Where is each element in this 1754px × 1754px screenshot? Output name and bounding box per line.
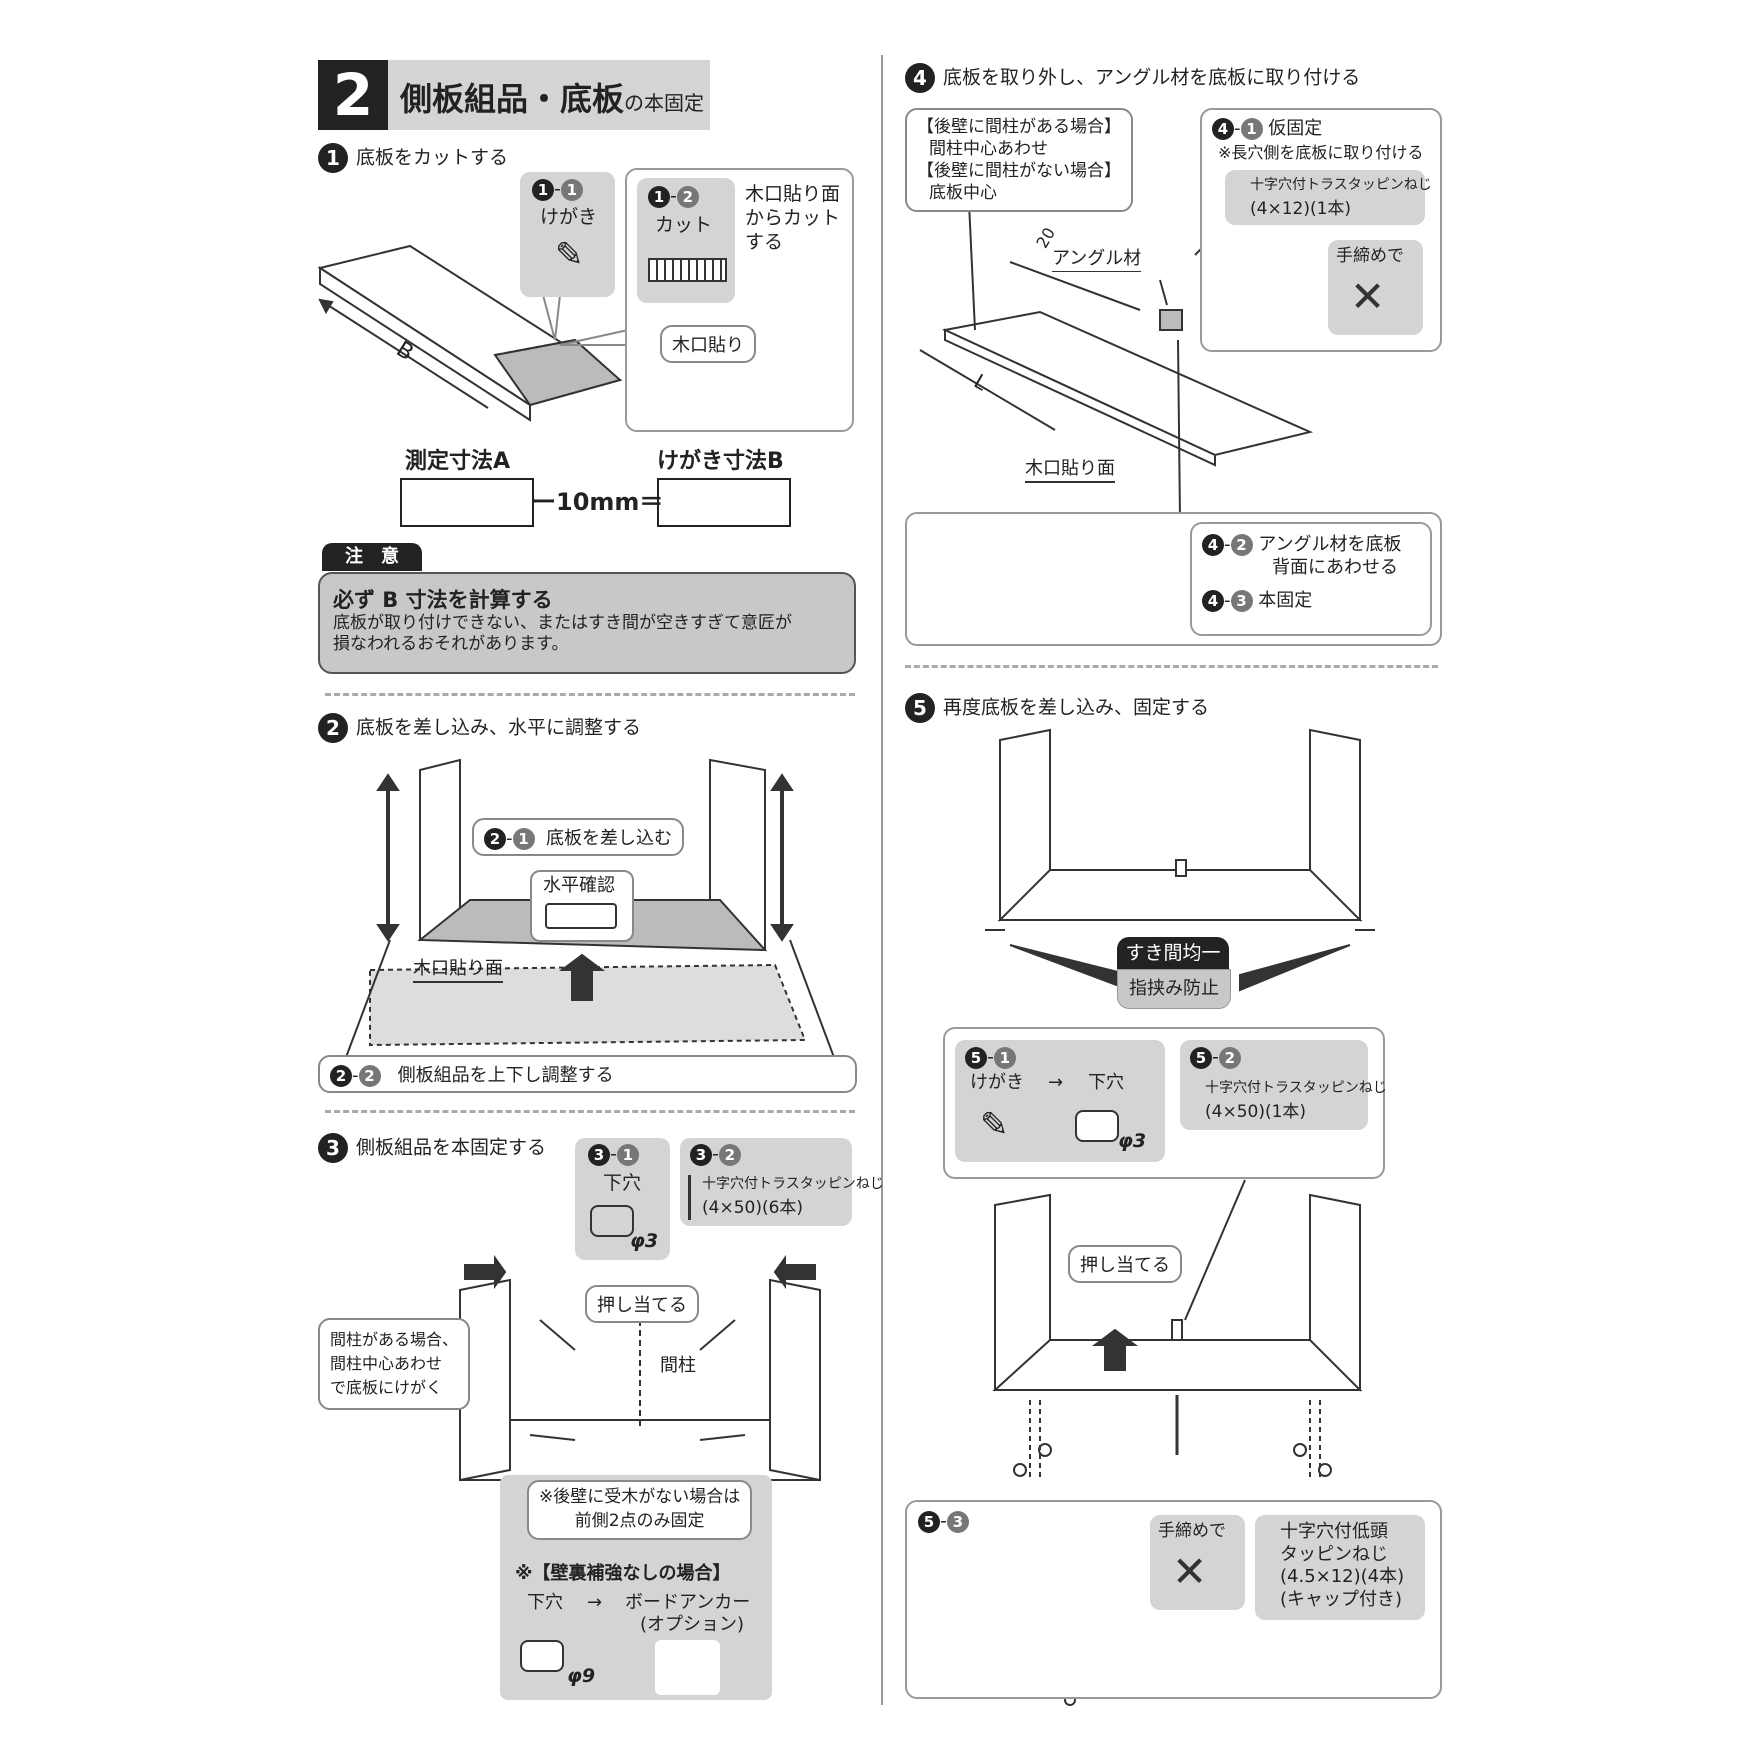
caution-tag: 注 意 xyxy=(322,543,422,571)
stud-label: 間柱 xyxy=(660,1355,696,1376)
step2-callout1: 2-1 底板を差し込む xyxy=(472,818,684,856)
step3-sub1-text: 下穴 xyxy=(603,1172,642,1194)
board-anchor-icon xyxy=(655,1640,720,1695)
step4-sub3: 4-3 本固定 xyxy=(1202,590,1312,613)
caution-heading: 必ず B 寸法を計算する xyxy=(333,588,553,612)
wall-drill: φ9 xyxy=(567,1665,596,1687)
step1-sub2-text: カット xyxy=(655,214,713,236)
hand-tighten-box xyxy=(1328,240,1423,335)
step1-sub1-text: けがき xyxy=(540,206,598,228)
step5-sub2-screw: 十字穴付トラスタッピンねじ xyxy=(1205,1080,1387,1096)
caution-box xyxy=(318,572,856,674)
step4-sub1-spec: (4×12)(1本) xyxy=(1250,199,1352,219)
wall-pilot: 下穴 xyxy=(527,1592,563,1613)
cap-screw-box xyxy=(1255,1515,1425,1620)
caution-text: 底板が取り付けできない、またはすき間が空きすぎて意匠が損なわれるおそれがあります… xyxy=(333,613,792,655)
step5-press-label: 押し当てる xyxy=(1068,1245,1182,1283)
step4-sub23-box xyxy=(1190,522,1432,636)
step5-sub1-a: けがき xyxy=(970,1072,1024,1093)
step4-sub1-note: ※長穴側を底板に取り付ける xyxy=(1218,143,1424,162)
divider xyxy=(325,1110,855,1113)
section-number: 2 xyxy=(318,60,388,130)
step4-screw-box xyxy=(1225,170,1425,225)
no-power-drill-icon: ✕ xyxy=(1172,1547,1208,1596)
pencil-icon: ✎ xyxy=(980,1105,1009,1145)
section-title: 側板組品・底板の本固定 xyxy=(400,80,705,118)
step3-sub2-label: 3-2 xyxy=(690,1143,741,1167)
gap-badge: すき間均一 xyxy=(1117,937,1229,969)
angle-label: アングル材 xyxy=(1052,248,1142,272)
formula-text: ー10mm＝ xyxy=(532,488,664,516)
step2-callout2: 2-2 側板組品を上下し調整する xyxy=(318,1055,857,1093)
step1-sub2-label: 1-2 xyxy=(648,185,699,209)
score-B-label: けがき寸法B xyxy=(657,449,784,474)
step5-sub1-box xyxy=(955,1040,1165,1162)
drill-icon xyxy=(520,1640,564,1672)
step5-sub1-b: 下穴 xyxy=(1088,1072,1124,1093)
edge-banding-label: 木口貼り xyxy=(660,325,756,363)
cabinet-step3 xyxy=(459,1254,821,1482)
hand-tighten-box xyxy=(1150,1515,1245,1610)
wall-anchor: ボードアンカー xyxy=(625,1592,751,1613)
score-B-field[interactable] xyxy=(657,478,791,527)
step5-sub3-label: 5-3 xyxy=(918,1510,969,1534)
pinch-badge: 指挟み防止 xyxy=(1117,969,1231,1009)
step4-sub1-heading: 4-1 仮固定 xyxy=(1212,118,1322,141)
drill-icon xyxy=(1075,1110,1119,1142)
hand-tighten-label: 手締めで xyxy=(1336,246,1404,266)
step2-edge-label: 木口貼り面 xyxy=(413,958,503,983)
step3-sub2-spec: (4×50)(6本) xyxy=(702,1198,804,1218)
step5-sub2-spec: (4×50)(1本) xyxy=(1205,1102,1307,1122)
stud-note: 間柱がある場合、間柱中心あわせで底板にけがく xyxy=(318,1318,471,1410)
board-cut-illustration xyxy=(317,244,623,422)
step5-sub1-arrow: → xyxy=(1048,1072,1064,1093)
step3-sub2-screw: 十字穴付トラスタッピンねじ xyxy=(702,1176,884,1192)
callout-pointer xyxy=(542,294,561,341)
step4-sub2: 4-2 アングル材を底板 背面にあわせる xyxy=(1202,533,1402,580)
step5-sub1-label: 5-1 xyxy=(965,1046,1016,1070)
cabinet-step5-top xyxy=(985,728,1375,992)
rear-note: ※後壁に受木がない場合は前側2点のみ固定 xyxy=(527,1480,753,1540)
step4-edge-label: 木口貼り面 xyxy=(1025,458,1115,483)
screw-icon xyxy=(688,1175,691,1220)
step5-sub2-label: 5-2 xyxy=(1190,1046,1241,1070)
divider xyxy=(325,693,855,696)
saw-icon xyxy=(648,258,727,282)
step3-sub1-drill: φ3 xyxy=(630,1230,659,1252)
step5-sub1-drill: φ3 xyxy=(1118,1130,1147,1152)
measure-A-field[interactable] xyxy=(400,478,534,527)
hand-tighten-label: 手締めで xyxy=(1158,1521,1226,1541)
measure-A-label: 測定寸法A xyxy=(405,449,511,474)
step3-sub1-label: 3-1 xyxy=(588,1143,639,1167)
step4-sub1-screw: 十字穴付トラスタッピンねじ xyxy=(1250,177,1432,193)
wall-title: ※【壁裏補強なしの場合】 xyxy=(515,1563,731,1584)
pencil-icon: ✎ xyxy=(555,235,584,275)
drill-icon xyxy=(590,1205,634,1237)
board-angle-illustration xyxy=(919,117,1314,521)
level-label: 水平確認 xyxy=(543,875,615,896)
no-power-drill-icon: ✕ xyxy=(1350,272,1386,321)
step1-sub2-note: 木口貼り面からカットする xyxy=(745,183,841,253)
cap-screw-spec: 十字穴付低頭タッピンねじ (4.5×12)(4本)(キャップ付き) xyxy=(1280,1521,1405,1610)
cabinet-step5-bottom xyxy=(992,1179,1363,1480)
step3-press-label: 押し当てる xyxy=(585,1285,699,1323)
spirit-level-icon xyxy=(545,903,617,929)
wall-arrow: → xyxy=(587,1592,603,1613)
step1-sub1-label: 1-1 xyxy=(532,178,583,202)
wall-option: (オプション) xyxy=(640,1614,745,1635)
divider xyxy=(905,665,1438,668)
step4-condition: 【後壁に間柱がある場合】間柱中心あわせ 【後壁に間柱がない場合】底板中心 xyxy=(905,108,1133,213)
